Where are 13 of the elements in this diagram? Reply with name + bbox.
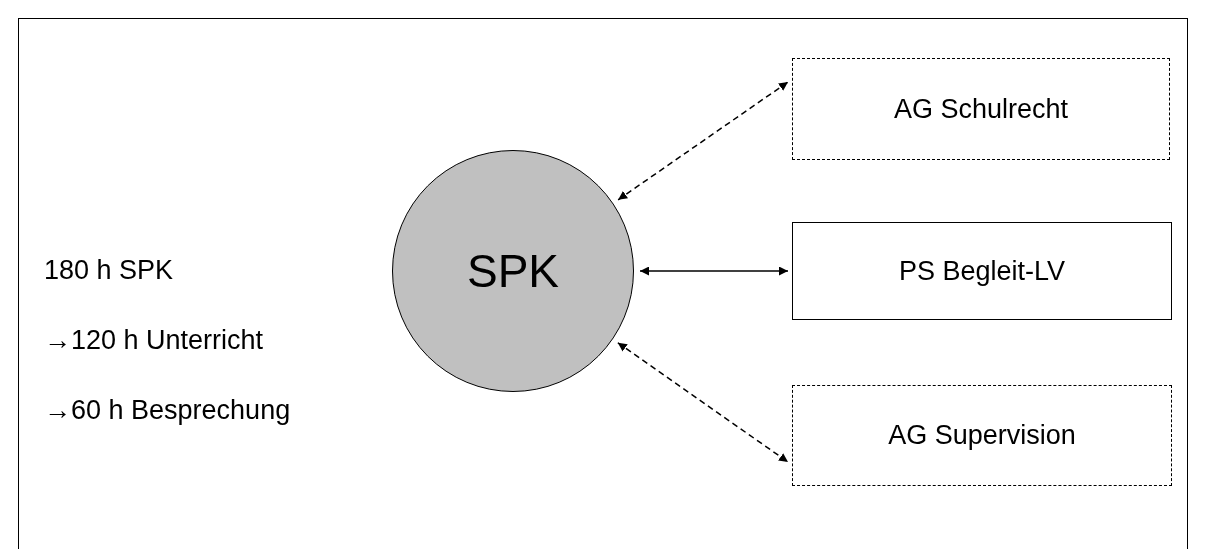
node-label: PS Begleit-LV (898, 255, 1066, 287)
double-arrow (617, 81, 789, 201)
node-label: AG Supervision (888, 420, 1076, 451)
node-label: SPK (466, 244, 559, 298)
note-text: →120 h Unterricht (44, 325, 264, 356)
process-box (792, 385, 1172, 486)
node-label: AG Schulrecht (893, 93, 1069, 125)
note-text: →60 h Besprechung (44, 395, 291, 426)
double-arrow (617, 342, 789, 463)
process-box (792, 222, 1172, 320)
process-box (792, 58, 1170, 160)
double-arrow (639, 266, 789, 276)
note-text: 180 h SPK (44, 255, 174, 286)
